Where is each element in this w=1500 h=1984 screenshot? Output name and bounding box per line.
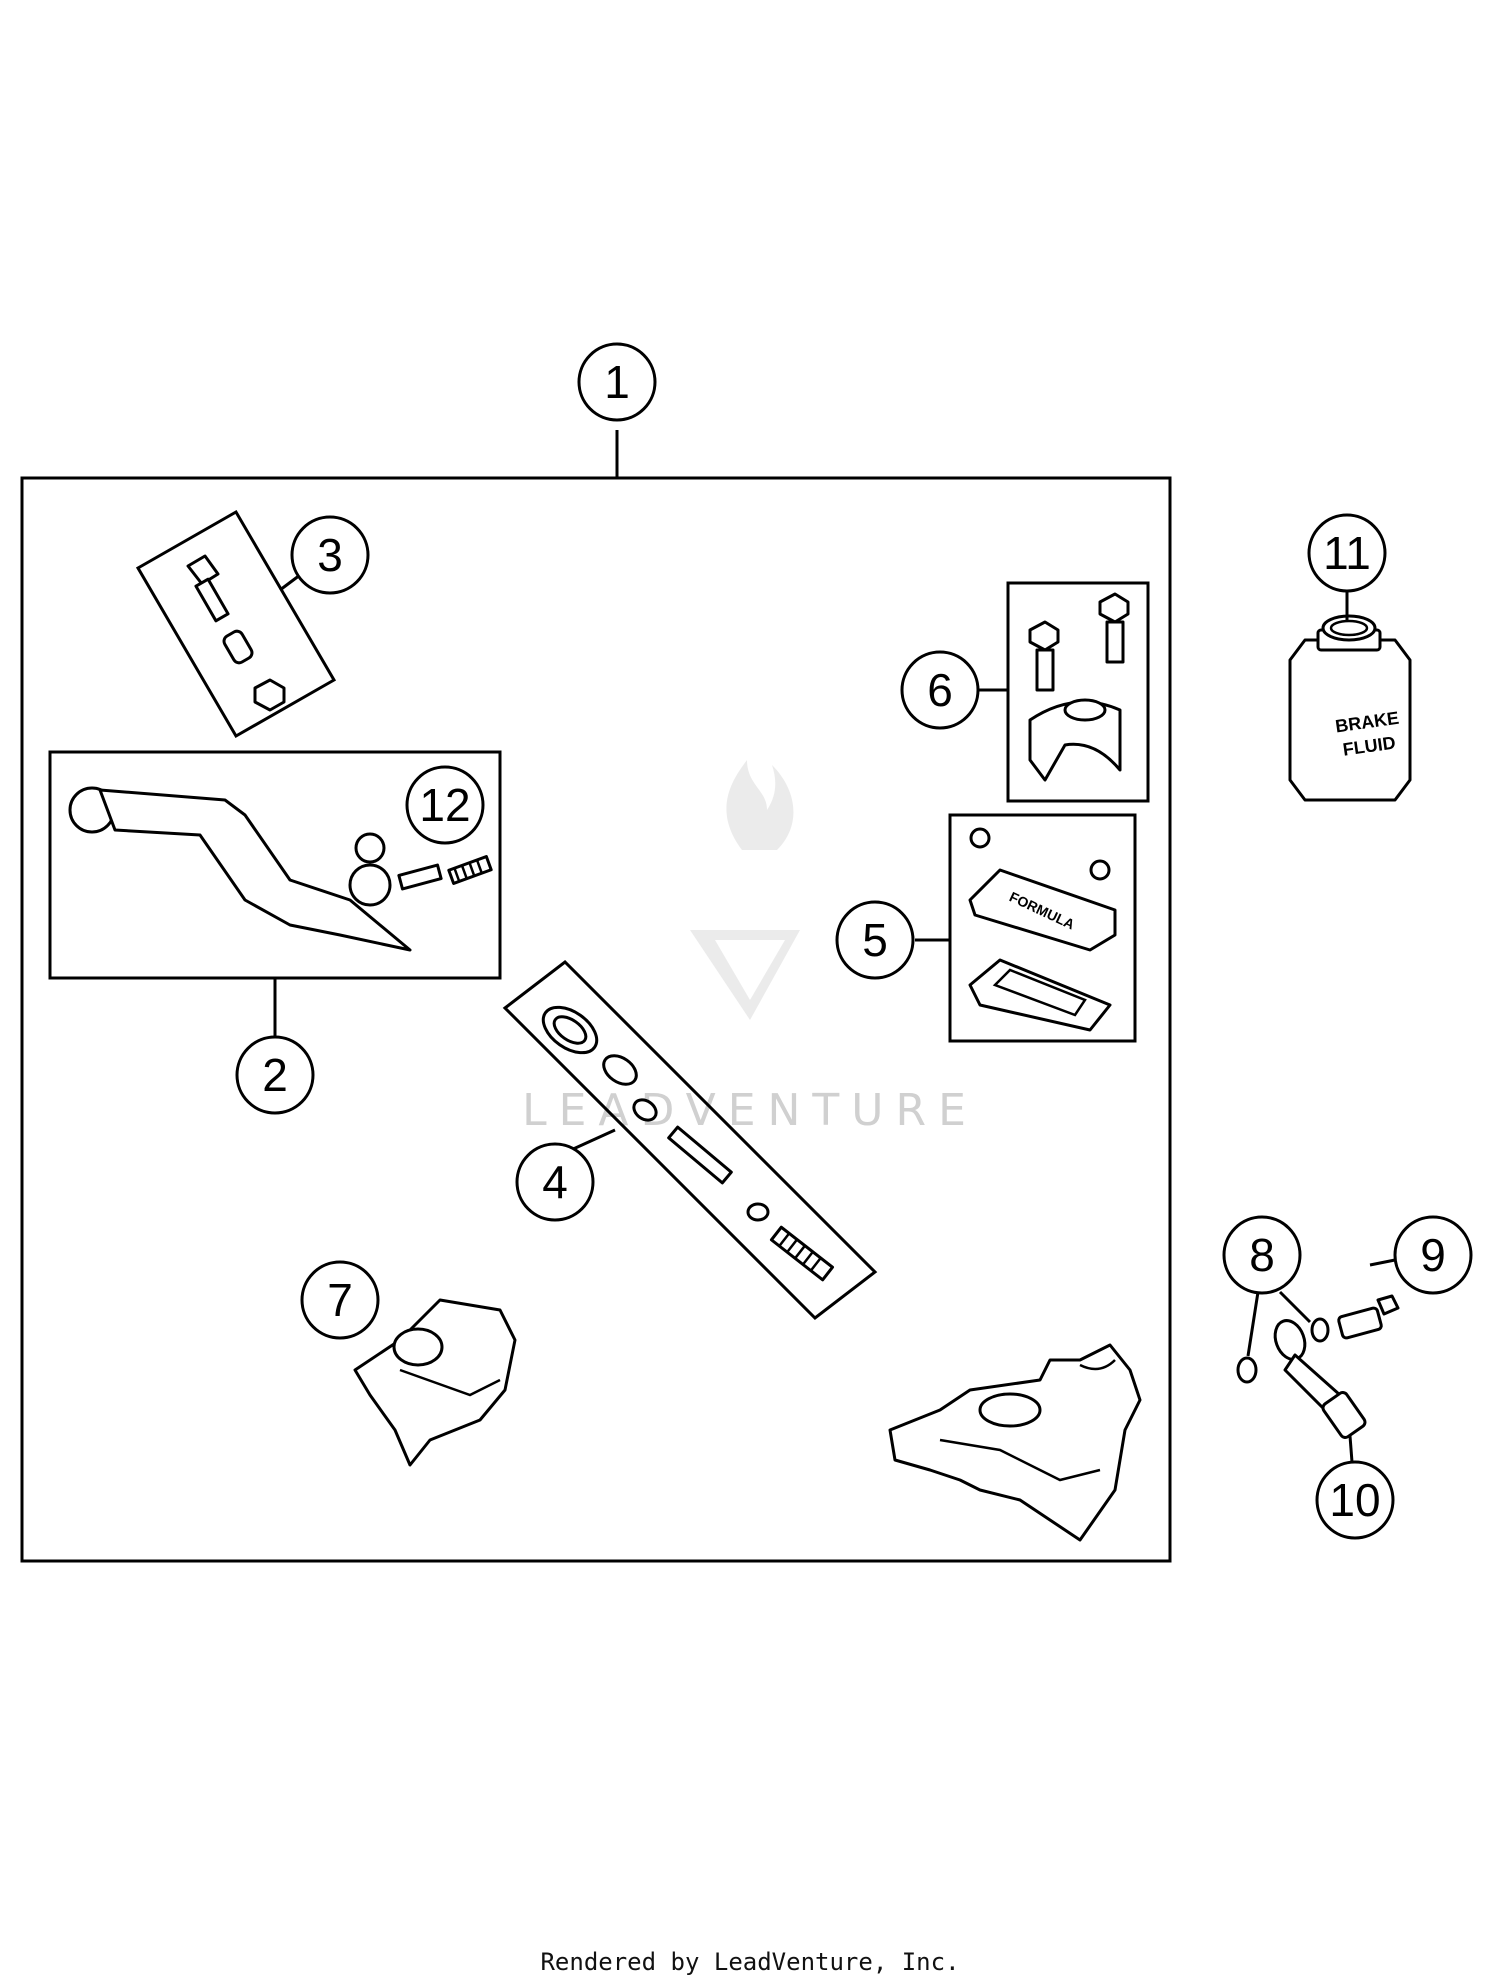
callout-3[interactable]: 3 [290,515,370,595]
callout-8[interactable]: 8 [1222,1215,1302,1295]
bolt-kit-box [135,509,337,739]
assembly-frame [20,476,1172,1563]
callout-5[interactable]: 5 [835,900,915,980]
callout-7[interactable]: 7 [300,1260,380,1340]
reservoir-cap-part: FORMULA [968,827,1117,1032]
watermark-text: LEADVENTURE [522,1085,978,1136]
master-cylinder-body-part [888,1343,1142,1542]
svg-text:10: 10 [1329,1474,1380,1526]
callout-9[interactable]: 9 [1393,1215,1473,1295]
brake-fluid-can-part: BRAKE FLUID [1288,614,1412,802]
callout-12[interactable]: 12 [405,765,485,845]
svg-text:4: 4 [542,1156,568,1208]
banjo-fitting-part [1236,1294,1400,1439]
svg-text:1: 1 [604,356,630,408]
reservoir-cap-box [948,813,1137,1043]
clamp-box [1006,581,1150,803]
svg-text:8: 8 [1249,1229,1275,1281]
svg-text:12: 12 [419,779,470,831]
callout-11[interactable]: 11 [1307,513,1387,593]
callout-4[interactable]: 4 [515,1142,595,1222]
callout-1[interactable]: 1 [577,342,657,422]
svg-text:9: 9 [1420,1229,1446,1281]
callout-2[interactable]: 2 [235,1035,315,1115]
footer-credit: Rendered by LeadVenture, Inc. [540,1948,960,1976]
svg-text:11: 11 [1323,527,1371,579]
handlebar-clamp-part [1028,592,1130,782]
svg-text:6: 6 [927,664,953,716]
callout-6[interactable]: 6 [900,650,980,730]
svg-text:2: 2 [262,1049,288,1101]
watermark-logo [690,760,800,1020]
svg-text:7: 7 [327,1274,353,1326]
brake-lever-part [68,786,493,952]
lever-housing-part [353,1298,517,1467]
svg-text:3: 3 [317,529,343,581]
callout-10[interactable]: 10 [1315,1460,1395,1540]
piston-kit-box [502,960,878,1320]
svg-text:5: 5 [862,914,888,966]
